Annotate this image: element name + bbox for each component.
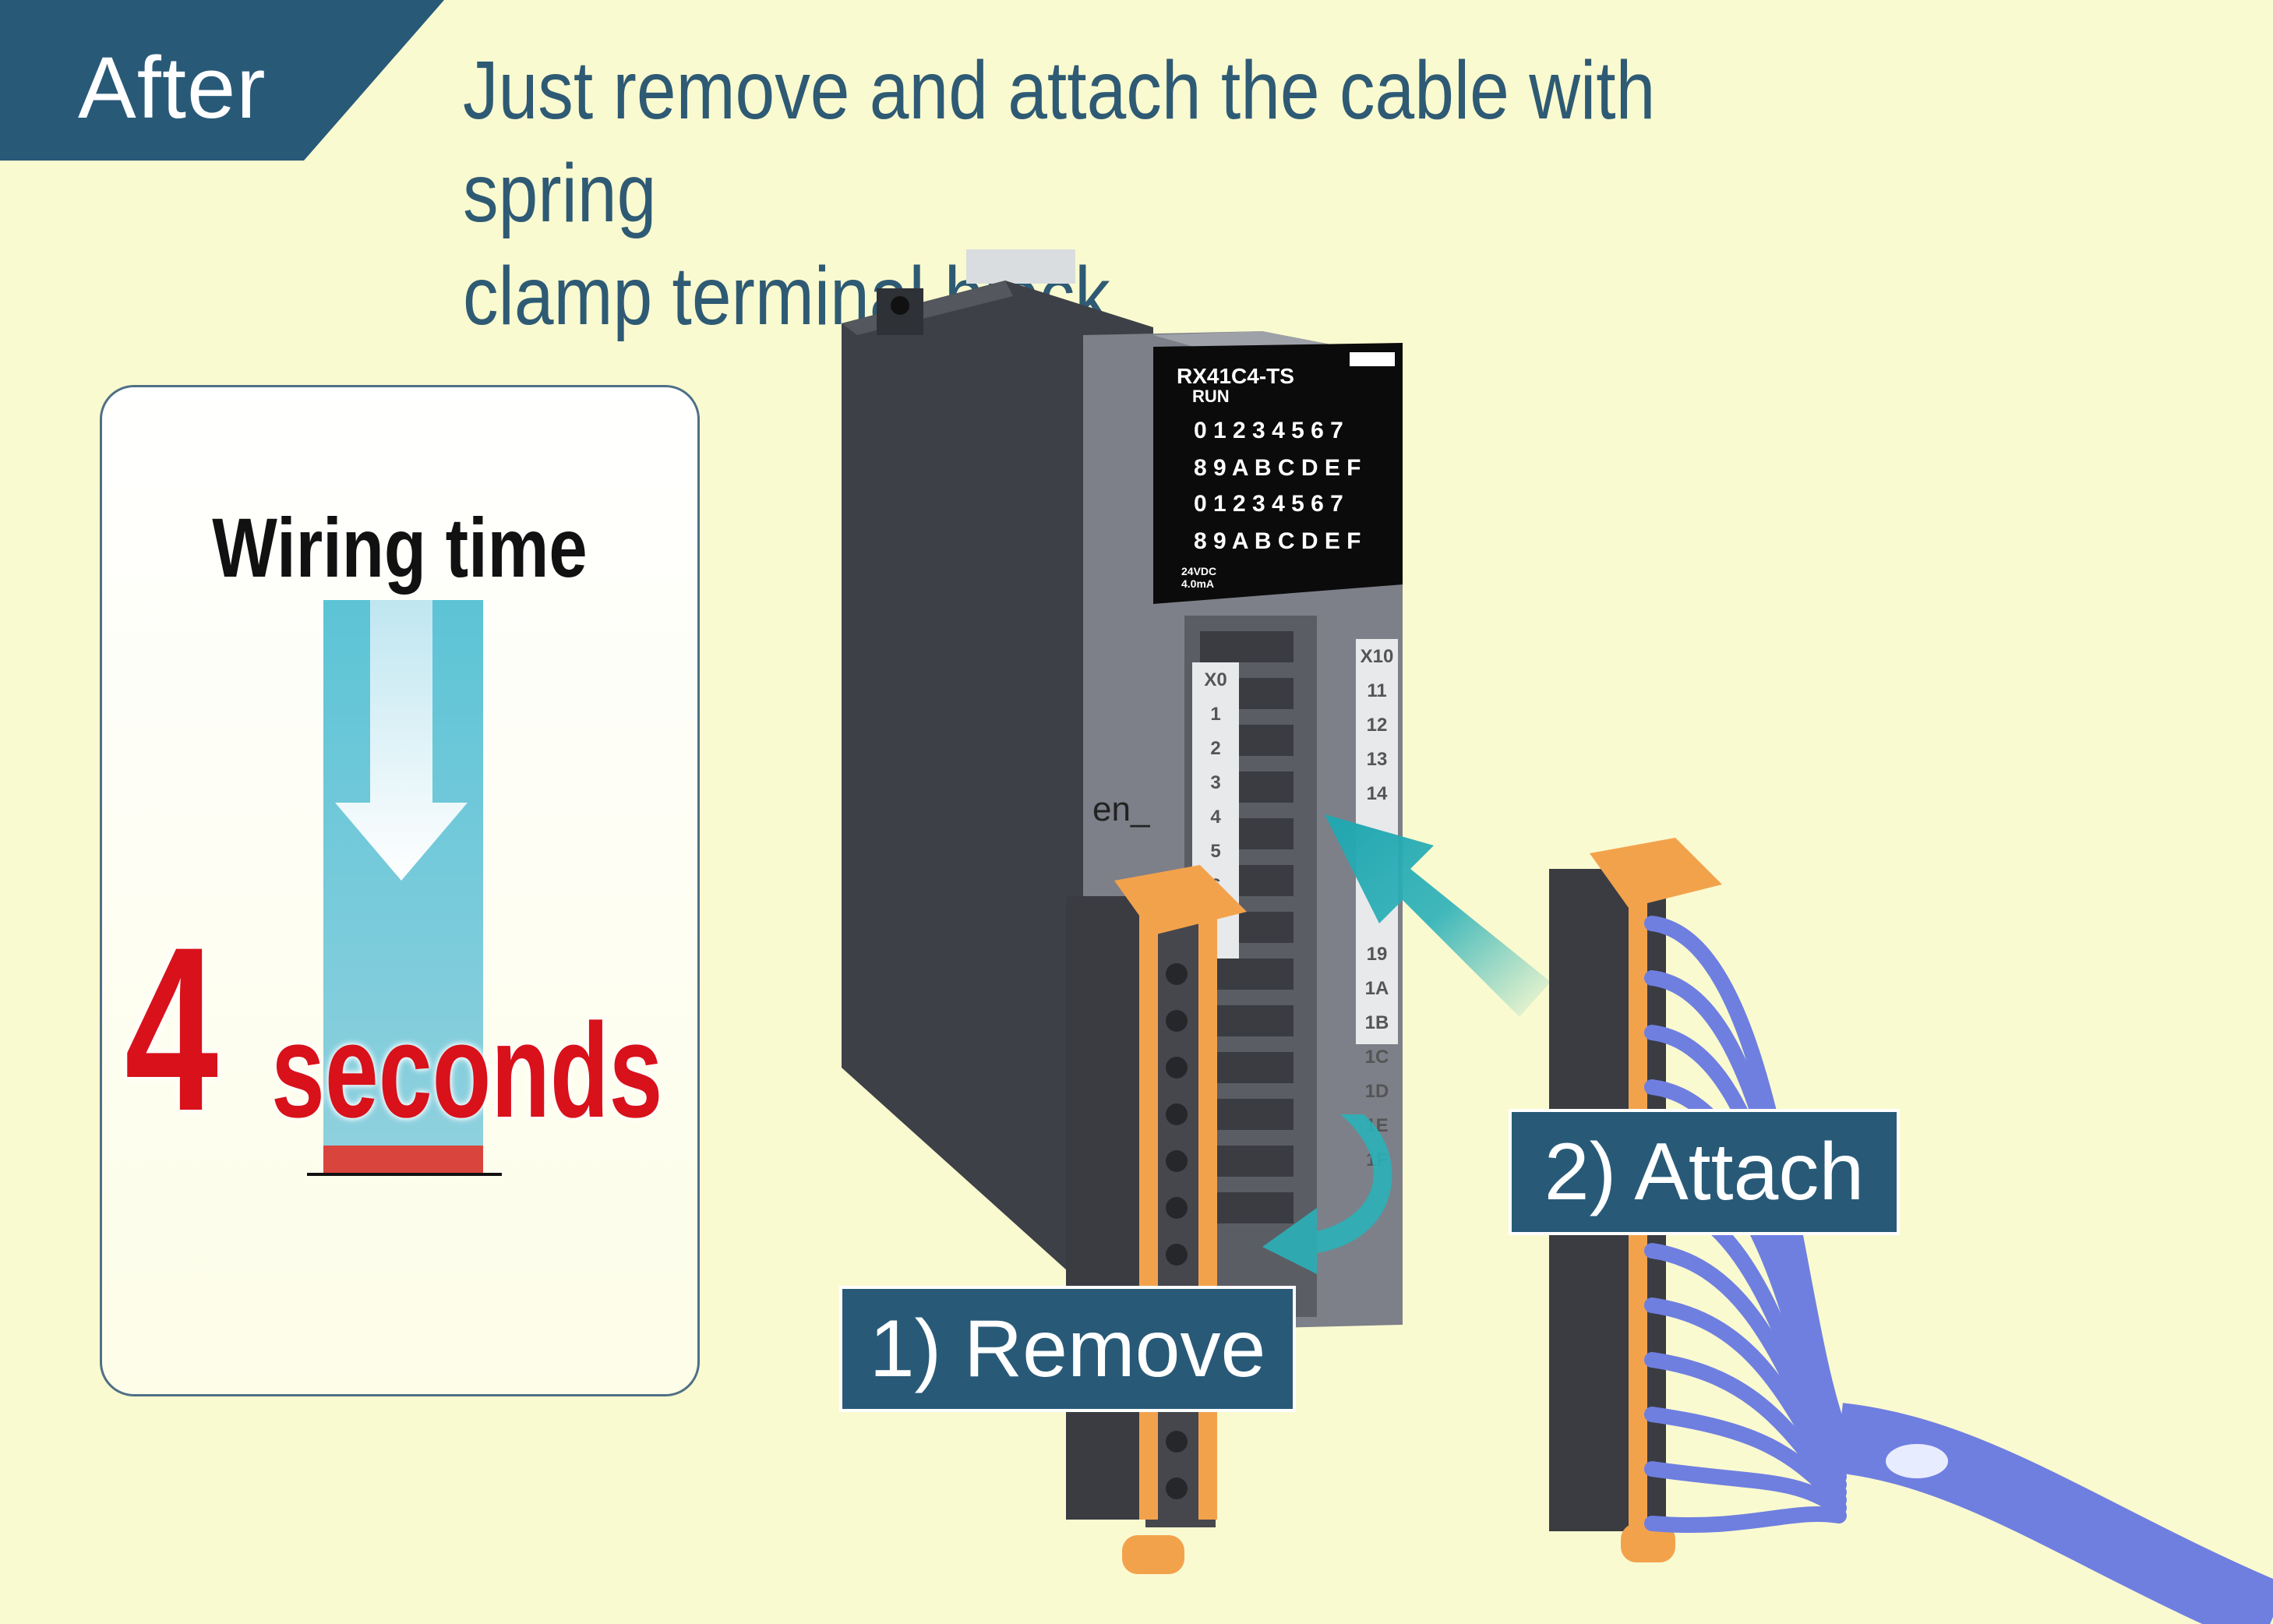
left-label-1: 1 [1210,704,1220,725]
right-label-1d: 1D [1365,1081,1389,1102]
rating-voltage: 24VDC [1181,565,1216,577]
remove-step-badge: 1) Remove [839,1286,1296,1412]
right-label-1c: 1C [1365,1047,1389,1068]
wiring-time-label: Wiring time [212,500,588,595]
time-bar [323,600,483,1174]
led-row-3: 0 1 2 3 4 5 6 7 [1194,491,1343,517]
after-label: After [78,39,266,136]
right-label-x10: X10 [1361,646,1394,667]
after-tag [0,0,444,161]
model-label: RX41C4-TS [1177,364,1294,388]
remove-arrow-icon [1262,1114,1392,1274]
left-label-x0: X0 [1204,669,1227,690]
run-label: RUN [1192,387,1230,406]
right-label-1b: 1B [1365,1012,1389,1033]
baseline-line [307,1173,502,1176]
led-row-1: 0 1 2 3 4 5 6 7 [1194,418,1343,443]
time-number: 4 [125,898,219,1160]
time-unit: seconds [271,996,663,1146]
right-label-1a: 1A [1365,978,1389,999]
right-label-12: 12 [1367,715,1388,736]
left-label-3: 3 [1210,772,1220,793]
attach-step-badge: 2) Attach [1509,1109,1900,1235]
led-row-2: 8 9 A B C D E F [1194,455,1361,481]
right-label-11: 11 [1367,680,1386,701]
left-label-2: 2 [1210,738,1220,759]
right-label-19: 19 [1367,944,1388,965]
left-label-4: 4 [1210,807,1221,828]
left-label-5: 5 [1210,841,1220,862]
right-label-14: 14 [1367,783,1388,804]
right-label-13: 13 [1367,749,1388,770]
down-arrow-icon [335,600,468,881]
led-row-4: 8 9 A B C D E F [1194,528,1361,554]
rating-current: 4.0mA [1181,577,1214,590]
headline-line-1: Just remove and attach the cable with sp… [463,44,1656,239]
attach-arrow-icon [1325,814,1551,1017]
stray-text: en_ [1092,790,1150,828]
removed-terminal-block[interactable] [1060,865,1262,1582]
